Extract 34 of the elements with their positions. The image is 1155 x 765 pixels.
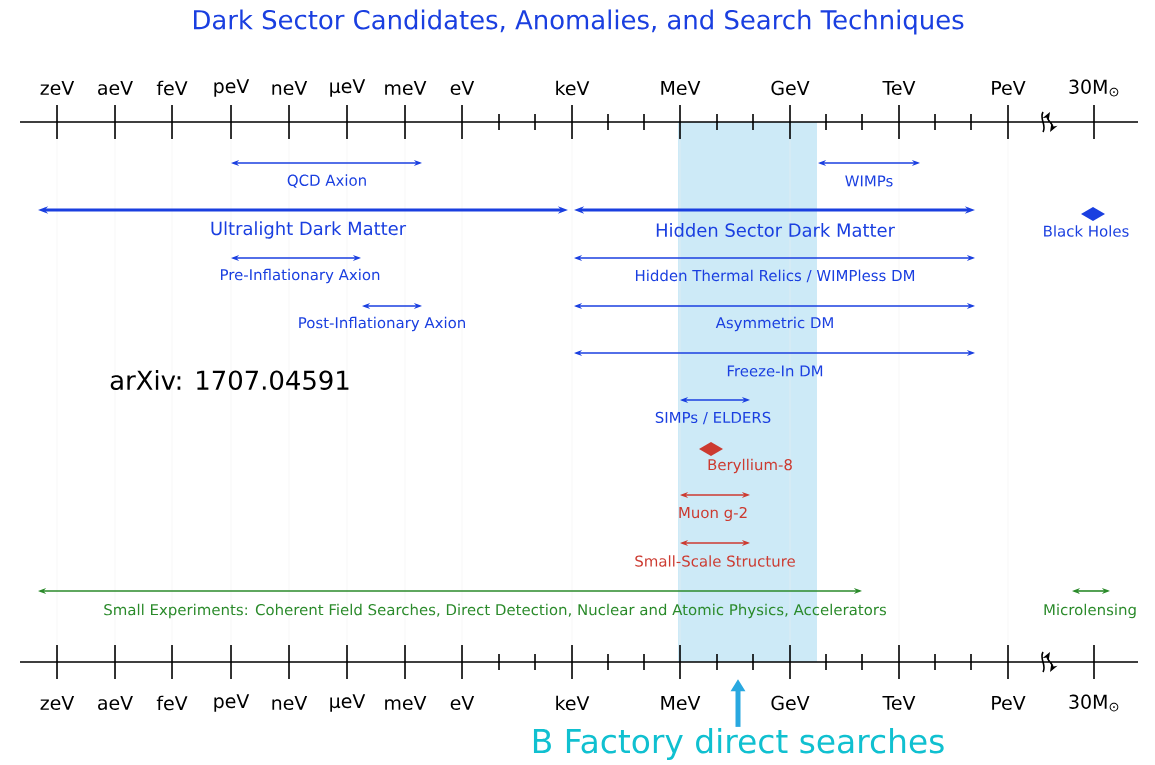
range-label: QCD Axion bbox=[287, 174, 366, 188]
range-label: Black Holes bbox=[1044, 225, 1129, 237]
range-label: Pre-Inflationary Axion bbox=[221, 268, 380, 284]
range-label: Ultralight Dark Matter bbox=[211, 221, 407, 239]
axis-label: zeV bbox=[40, 80, 75, 96]
reference-note: arXiv: 1707.04591 bbox=[110, 369, 349, 390]
axis-label: keV bbox=[556, 80, 590, 96]
axis-label: aeV bbox=[98, 80, 133, 96]
axis-drawing bbox=[19, 644, 1139, 680]
axis-label: MeV bbox=[661, 80, 701, 96]
range-label: Post-Inflationary Axion bbox=[299, 316, 465, 332]
range-label: Muon g-2 bbox=[679, 506, 747, 522]
range-label: Microlensing bbox=[1044, 603, 1136, 619]
range-label: Asymmetric DM bbox=[715, 316, 833, 332]
range-label: Small Experiments: Coherent Field Searches, Direct Detection, Nuclear and Atomic Physics, Accelerators bbox=[104, 603, 887, 619]
axis-label: TeV bbox=[882, 80, 916, 96]
range-label: Hidden Thermal Relics / WIMPless DM bbox=[636, 269, 915, 283]
axis-label: neV bbox=[272, 80, 308, 96]
range-label: Freeze-In DM bbox=[727, 365, 823, 377]
title: Dark Sector Candidates, Anomalies, and Search Techniques bbox=[194, 9, 964, 35]
axis-label: μeV bbox=[330, 79, 366, 97]
axis-label: meV bbox=[385, 80, 427, 96]
range-label: Hidden Sector Dark Matter bbox=[656, 223, 895, 237]
axis-label: feV bbox=[156, 80, 188, 96]
axis-label: PeV bbox=[992, 80, 1026, 96]
axis-label: eV bbox=[450, 80, 475, 96]
axis-label: 30M$_{⊙}$ bbox=[1069, 79, 1119, 97]
range-label: Beryllium-8 bbox=[708, 458, 792, 474]
range-label: Small-Scale Structure bbox=[635, 555, 795, 567]
range-label: WIMPs bbox=[845, 175, 893, 187]
range-label: SIMPs / ELDERS bbox=[655, 411, 771, 425]
caption-text: B Factory direct searches bbox=[533, 728, 944, 760]
axis-label: peV bbox=[214, 79, 250, 97]
axis-label: GeV bbox=[771, 80, 810, 96]
